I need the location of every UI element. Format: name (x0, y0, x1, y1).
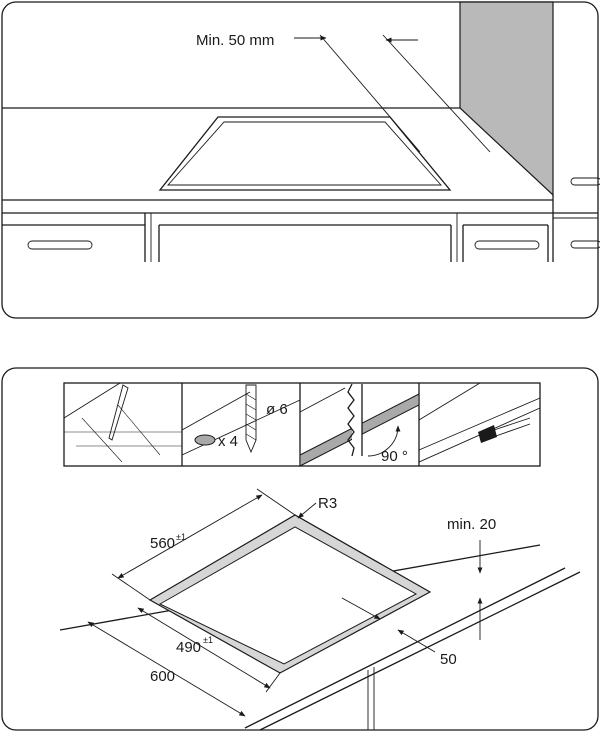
step1-dline-1 (81, 417, 123, 463)
drawer-right-handle (474, 240, 540, 250)
tall-cabinet-handle-bottom (570, 240, 600, 249)
drill-bit-thread (245, 393, 257, 441)
steps-strip (63, 382, 541, 467)
hob-outer (158, 116, 452, 191)
step-drilling: ø 6 x 4 (181, 384, 301, 456)
width-dimension-line (117, 494, 263, 579)
front-distance-arrow (341, 597, 381, 620)
width-tolerance: ±1 (176, 532, 186, 542)
pencil-icon (108, 384, 129, 441)
seal-strip-icon (478, 425, 497, 443)
step1-edge (63, 382, 121, 419)
width-label: 560 (150, 535, 175, 552)
step2-edge-2 (181, 399, 301, 456)
saw-blade-icon (347, 383, 355, 457)
step3-edge-1 (299, 387, 346, 413)
front-distance-leader (397, 629, 436, 653)
drill-bit-icon (245, 384, 257, 454)
side-wall (459, 1, 554, 197)
step-sealing (418, 382, 541, 463)
cutout-panel: ø 6 x 4 90 ° (1, 367, 599, 731)
width-ext-line-left (111, 573, 151, 601)
saw-gap (352, 384, 362, 450)
min-distance-label: Min. 50 mm (196, 32, 274, 49)
worktop-depth-line (87, 621, 246, 717)
seal-tape-tail (493, 417, 531, 431)
depth-label: 490 (176, 639, 201, 656)
seal-tape-tail-2 (495, 423, 531, 437)
front-distance-label: 50 (440, 651, 457, 668)
clearance-line-front (319, 34, 421, 153)
radius-label: R3 (318, 495, 337, 512)
drawer-left-handle (27, 240, 93, 250)
worktop-front-edge-top (244, 567, 566, 729)
drill-diameter-label: ø 6 (266, 401, 288, 418)
worktop-front-edge-bottom (259, 571, 581, 731)
step-sawing: 90 ° (299, 383, 420, 467)
depth-tolerance: ±1 (203, 635, 213, 645)
depth-ext-line (265, 672, 281, 693)
saw-angle-label: 90 ° (381, 448, 408, 465)
worktop-depth-label: 600 (150, 668, 175, 685)
clearance-line-rear (382, 34, 491, 153)
drill-hole-icon (194, 434, 216, 446)
step4-edge-1 (418, 382, 481, 421)
bottom-panel-frame (1, 367, 599, 731)
top-panel-frame (1, 1, 599, 319)
hob-clearance-panel: Min. 50 mm (1, 1, 600, 319)
drill-count-label: x 4 (218, 433, 238, 450)
radius-leader (297, 502, 317, 519)
width-ext-line-right (256, 488, 296, 516)
step4-edge-2 (418, 397, 541, 463)
hob-inner (166, 121, 443, 186)
step-marking (63, 382, 182, 463)
step2-edge-1 (181, 391, 251, 431)
angle-arc (367, 425, 401, 457)
step1-dline-2 (117, 404, 161, 456)
tall-cabinet-handle-top (570, 177, 600, 186)
min-thickness-label: min. 20 (447, 516, 496, 533)
